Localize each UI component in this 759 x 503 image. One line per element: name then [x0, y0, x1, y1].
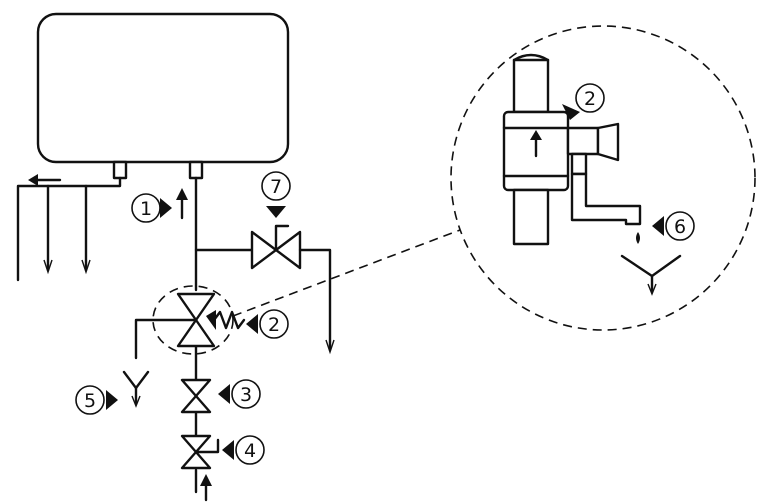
- callout-4: 4: [222, 435, 265, 465]
- valve-3: [180, 378, 212, 414]
- detail-view: [450, 25, 756, 331]
- triangle-pointer-icon: [562, 104, 580, 120]
- callout-2-detail: 2: [562, 83, 605, 120]
- callout-4-label: 4: [244, 440, 256, 462]
- hot-water-outlet-fitting: [16, 160, 128, 282]
- callout-7-label: 7: [270, 176, 282, 198]
- water-heater-tank: [36, 12, 290, 164]
- triangle-pointer-icon: [160, 198, 172, 218]
- callout-2: 2: [246, 309, 289, 339]
- callout-5-label: 5: [84, 390, 96, 412]
- up-arrow-icon: [176, 188, 188, 200]
- triangle-pointer-icon: [266, 206, 286, 218]
- left-arrow-icon: [28, 174, 38, 186]
- triangle-pointer-icon: [652, 216, 664, 236]
- callout-7: 7: [261, 171, 291, 218]
- drain-funnel-5: [122, 370, 150, 408]
- callout-6-label: 6: [674, 216, 686, 238]
- valve-4: [180, 434, 220, 470]
- detail-leader-line: [232, 229, 461, 317]
- callout-2-label: 2: [268, 314, 280, 336]
- callout-2-detail-label: 2: [584, 88, 596, 110]
- callout-5: 5: [75, 385, 118, 415]
- callout-6: 6: [652, 211, 695, 241]
- triangle-pointer-icon: [218, 384, 230, 404]
- safety-valve-2: [134, 285, 246, 360]
- up-arrow-icon: [200, 474, 212, 486]
- valve-7: [250, 224, 335, 355]
- triangle-pointer-icon: [222, 440, 234, 460]
- callout-3: 3: [218, 379, 261, 409]
- triangle-pointer-icon: [246, 314, 258, 334]
- callout-1: 1: [131, 193, 172, 223]
- cold-water-inlet-line: [176, 160, 254, 502]
- callout-1-label: 1: [140, 198, 152, 220]
- triangle-pointer-icon: [106, 390, 118, 410]
- callout-3-label: 3: [240, 384, 252, 406]
